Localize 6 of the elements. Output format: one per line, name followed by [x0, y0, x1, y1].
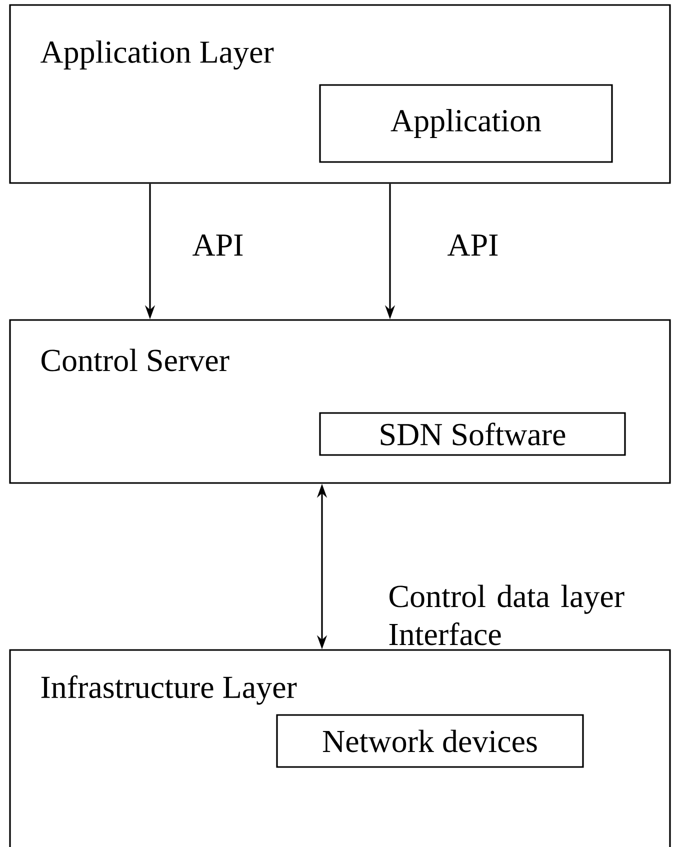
component-box: Application: [319, 84, 613, 163]
edge-label: Control data layer Interface: [389, 584, 624, 646]
edge-label: API: [448, 234, 498, 256]
component-box: SDN Software: [319, 412, 626, 456]
edge-label: API: [192, 234, 243, 256]
component-box: Network devices: [276, 714, 584, 768]
